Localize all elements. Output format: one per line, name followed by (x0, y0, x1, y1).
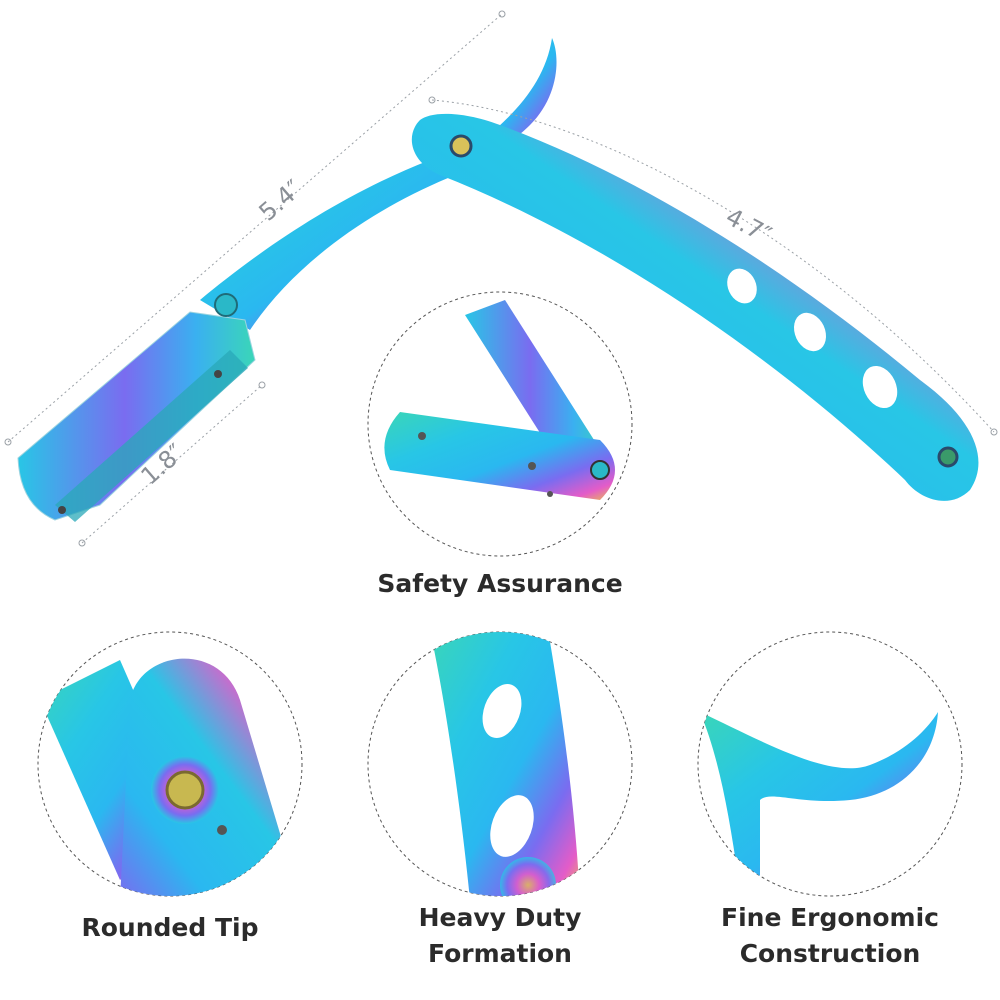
blade-small-rivet (214, 370, 222, 378)
feature-rounded-tip-image (37, 631, 303, 897)
caption-heavy-duty: Heavy Duty Formation (350, 900, 650, 972)
blade-end-rivet (58, 506, 66, 514)
folded-handle (384, 412, 615, 500)
folded-blade (465, 300, 610, 480)
caption-heavy-duty-line1: Heavy Duty (418, 903, 582, 932)
caption-safety-assurance: Safety Assurance (377, 569, 623, 598)
caption-rounded-tip: Rounded Tip (81, 913, 259, 942)
feature-heavy-duty-image (367, 631, 633, 897)
handle-hole-1 (727, 268, 757, 304)
razor-handle (411, 113, 979, 501)
blade-pivot-rivet (214, 293, 238, 317)
heavy-duty-handle (430, 632, 580, 896)
feature-safety-image (367, 291, 633, 557)
caption-ergonomic: Fine Ergonomic Construction (670, 900, 990, 972)
feature-ergonomic-image (697, 631, 963, 897)
caption-ergonomic-line2: Construction (739, 939, 921, 968)
handle-pivot-rivet (449, 134, 473, 158)
straight-razor (17, 38, 979, 522)
handle-end-rivet (937, 446, 959, 468)
razor-blade-edge (55, 350, 248, 522)
caption-ergonomic-line1: Fine Ergonomic (721, 903, 939, 932)
handle-hole-2 (793, 312, 827, 352)
razor-blade-holder (17, 311, 256, 521)
caption-heavy-duty-line2: Formation (428, 939, 572, 968)
handle-hole-3 (862, 365, 898, 409)
dimension-label-overall: 5.4″ (254, 174, 308, 226)
razor-shank (200, 160, 448, 330)
ergonomic-tang-hook (700, 712, 938, 890)
